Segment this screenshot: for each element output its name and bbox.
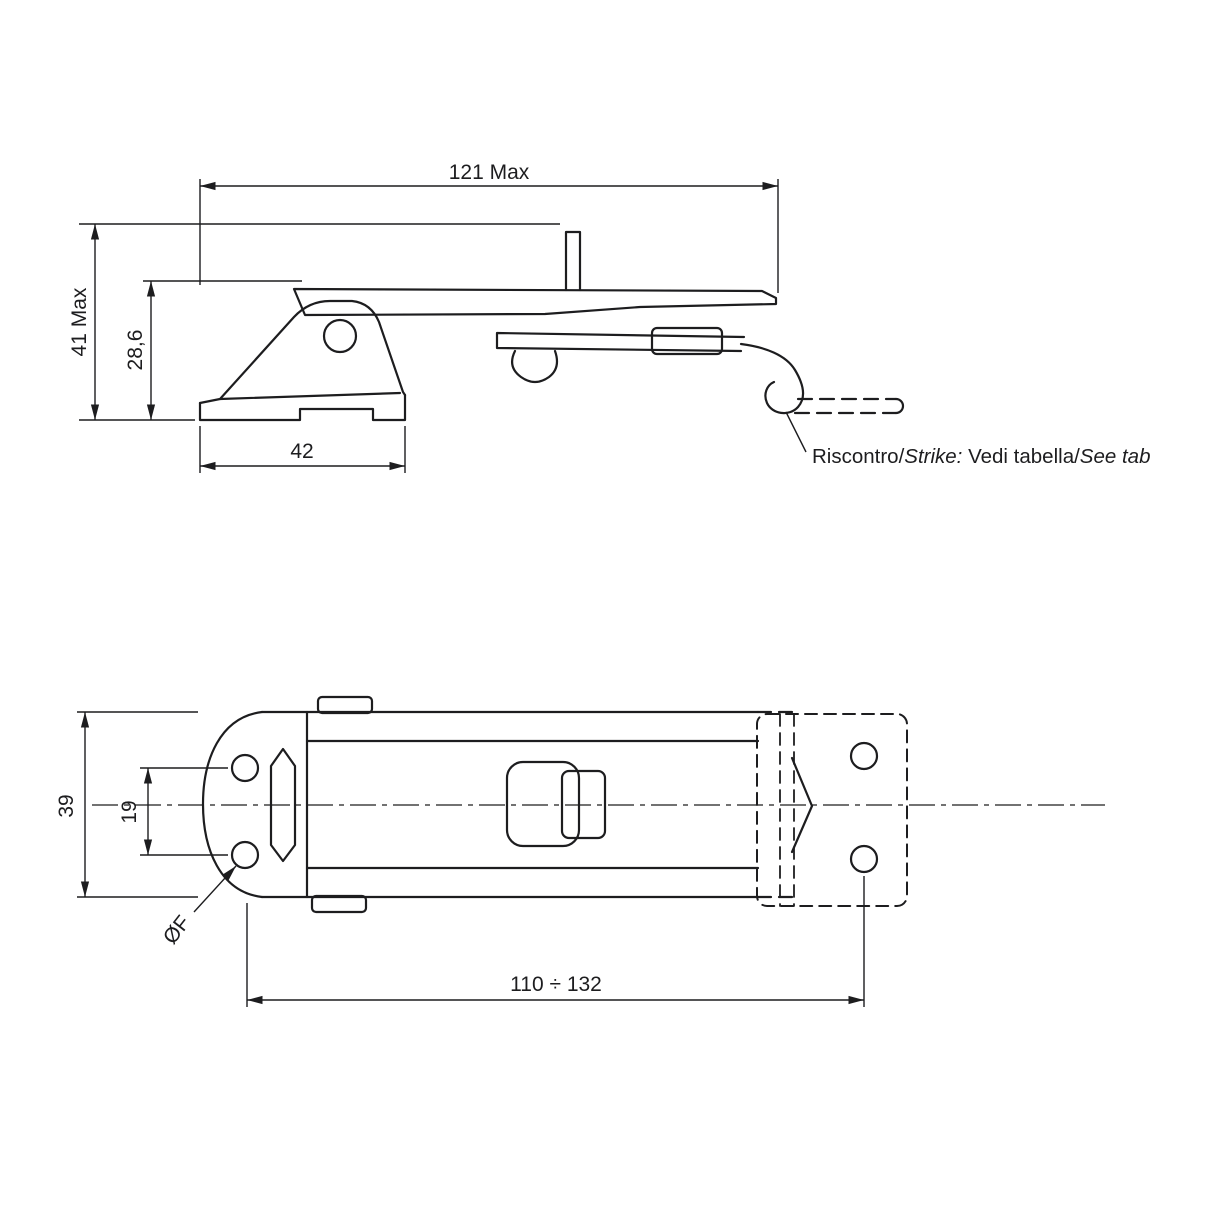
buckle-inner xyxy=(560,769,607,840)
dim-base-width-label: 42 xyxy=(290,440,313,463)
dim-height-max-label: 41 Max xyxy=(68,287,91,356)
dim-adjust-range-label: 110 ÷ 132 xyxy=(510,973,602,996)
dim-height-label: 39 xyxy=(55,794,78,817)
strike-note-part1: Riscontro/ xyxy=(812,445,905,468)
bottom-bolt xyxy=(310,894,368,914)
body-dashed-extension xyxy=(756,710,802,899)
retaining-clip xyxy=(269,747,297,863)
buckle-outer xyxy=(505,760,581,848)
strike-note: Riscontro/Strike: Vedi tabella/See tab xyxy=(812,445,1150,468)
pivot-hole xyxy=(322,318,358,354)
ext-line xyxy=(246,876,865,1007)
dim-hole-spacing-label: 19 xyxy=(118,800,141,823)
plan-view-dimensions xyxy=(77,711,865,1007)
slide-bar xyxy=(495,331,746,353)
ext-line xyxy=(140,767,228,856)
ext-line xyxy=(77,711,198,898)
strike-hole-top xyxy=(849,741,879,771)
dim-hole-diameter-label: ØF xyxy=(159,911,195,948)
dim-height-lever-label: 28,6 xyxy=(124,330,147,371)
strike-rod-dashed xyxy=(793,397,898,415)
base-bracket-bottom xyxy=(198,393,407,422)
adjust-pin xyxy=(564,230,582,292)
strike-note-leader xyxy=(785,411,807,453)
body-left-nose xyxy=(201,710,264,899)
dim-width-label: 121 Max xyxy=(449,161,530,184)
side-view-dimensions xyxy=(79,179,807,473)
strike-hole-bottom xyxy=(849,844,879,874)
spring-hook xyxy=(510,349,559,384)
top-bolt xyxy=(316,695,374,715)
strike-plate-dashed-lines xyxy=(779,713,795,907)
mount-hole-bottom xyxy=(230,840,260,870)
slide-bolt xyxy=(650,326,724,356)
side-view-part xyxy=(198,230,905,422)
base-bracket-flange-line xyxy=(218,391,402,401)
side-view: 121 Max 41 Max 28,6 42 Riscontro/Strike:… xyxy=(68,161,1150,473)
lever-outline xyxy=(292,287,778,317)
plan-view: 39 19 ØF 110 ÷ 132 xyxy=(55,695,1105,1007)
strike-note-part3: Vedi tabella/ xyxy=(962,445,1080,468)
strike-plate-notch xyxy=(790,756,814,854)
strike-rod-end xyxy=(894,397,905,415)
strike-plate-outline xyxy=(756,713,908,907)
ext-line xyxy=(79,223,560,421)
ext-line xyxy=(199,179,779,293)
hole-diameter-leader xyxy=(193,865,237,913)
plan-view-part xyxy=(201,695,802,914)
strike-plate xyxy=(756,713,908,907)
strike-note-part4: See tab xyxy=(1080,445,1151,468)
mount-hole-top xyxy=(230,753,260,783)
strike-hook xyxy=(739,342,805,415)
base-bracket-body xyxy=(198,299,407,405)
strike-note-part2: Strike: xyxy=(904,445,962,468)
